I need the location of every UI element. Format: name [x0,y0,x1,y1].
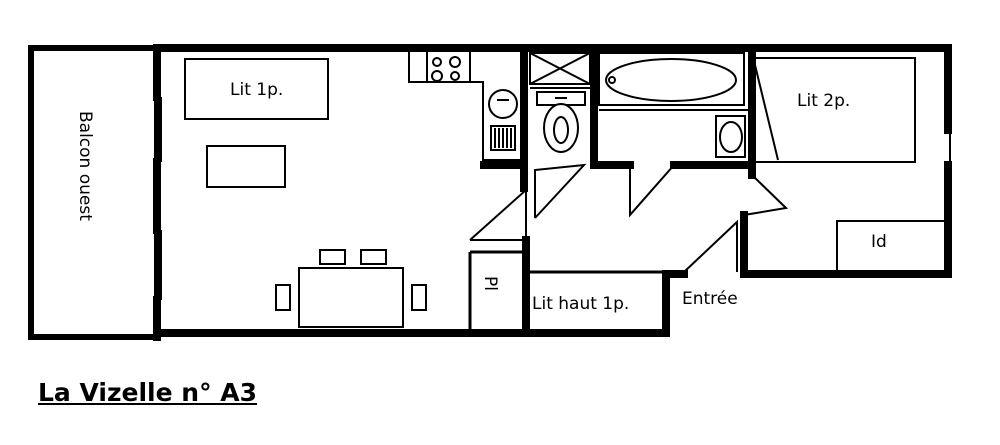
doors [469,163,789,273]
double-bed-label: Lit 2p. [797,91,850,111]
double-bed [754,57,916,163]
single-bed-label: Lit 1p. [230,80,283,100]
id-label: Id [871,232,887,252]
bathroom [598,52,746,158]
bedroom: Lit 2p. Id [754,57,946,272]
chair [411,284,427,311]
dining-table [298,267,404,328]
id-unit [836,220,946,272]
wc [529,52,591,153]
kitchenette [408,52,520,161]
balcony-label: Balcon ouest [75,111,95,221]
high-bed-label: Lit haut 1p. [532,294,629,314]
sink-icon [488,89,518,119]
living-furniture: Lit 1p. [184,58,427,328]
shaft [529,52,591,85]
coffee-table [206,145,286,188]
chair [275,284,291,311]
washbasin-icon [719,121,743,153]
single-bed [184,58,329,120]
chair [319,249,346,265]
bathtub-icon [605,58,737,102]
balcony: Balcon ouest [28,45,160,340]
entrance-label: Entrée [682,289,738,309]
toilet-icon [543,103,579,153]
interior-walls [468,44,756,337]
plan-title: La Vizelle n° A3 [38,378,258,407]
outer-walls [153,44,952,341]
closet-label: Pl [480,276,500,291]
chair [360,249,387,265]
